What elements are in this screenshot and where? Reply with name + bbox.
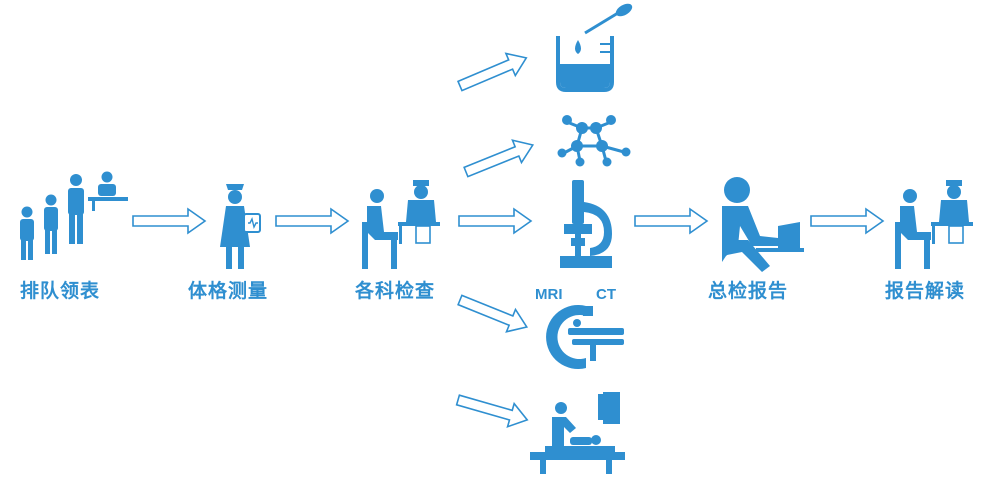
ct-label: CT	[596, 286, 616, 303]
person-at-computer-icon	[722, 177, 804, 272]
nurse-icon	[220, 184, 261, 269]
step-label-department-exams: 各科检查	[355, 280, 436, 302]
step-label-report-interpretation: 报告解读	[885, 280, 966, 302]
molecule-icon	[557, 115, 631, 167]
branch-arrow-molecule	[463, 139, 535, 178]
mri-scanner-icon	[546, 305, 624, 369]
flow-arrow-1	[132, 207, 207, 235]
queue-people-icon	[20, 171, 128, 260]
flow-arrow-2	[275, 207, 350, 235]
step-label-queue: 排队领表	[20, 280, 101, 302]
flow-arrow-5	[810, 207, 885, 235]
step-label-physical-measurement: 体格测量	[188, 280, 269, 302]
doctor-consultation-icon-2	[895, 180, 973, 269]
doctor-consultation-icon	[362, 180, 440, 269]
microscope-icon	[560, 180, 612, 268]
branch-arrow-beaker	[456, 52, 528, 92]
ultrasound-exam-icon	[530, 392, 625, 474]
mri-label: MRI	[535, 286, 563, 303]
flow-arrow-4	[634, 207, 709, 235]
step-label-summary-report: 总检报告	[708, 280, 789, 302]
branch-arrow-ultrasound	[455, 394, 529, 428]
branch-arrow-mri	[457, 294, 529, 333]
flow-arrow-3	[458, 207, 533, 235]
lab-beaker-icon	[556, 3, 633, 92]
